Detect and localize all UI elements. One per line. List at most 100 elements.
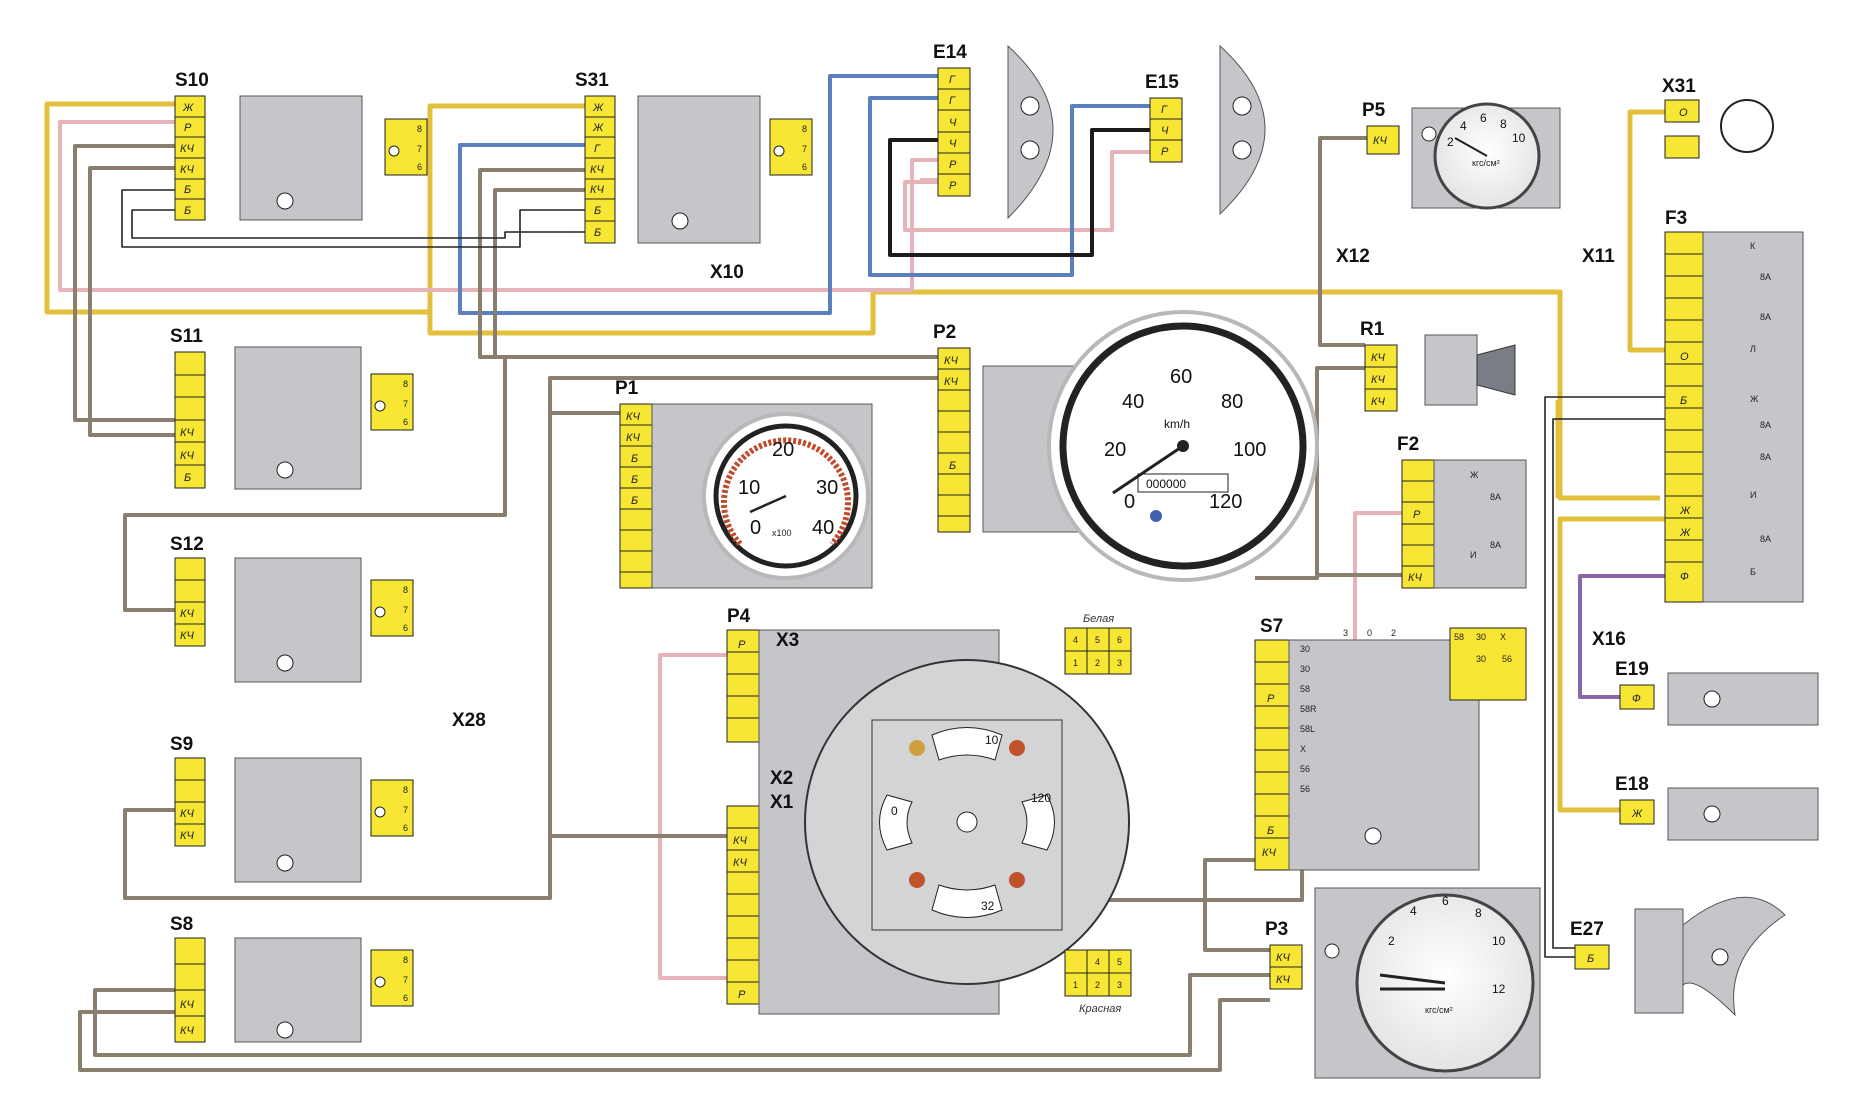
pin-label: КЧ bbox=[180, 608, 194, 620]
pin-label: 4 bbox=[1410, 904, 1417, 918]
label-x10: X10 bbox=[710, 262, 744, 283]
pin-label: О bbox=[1679, 107, 1688, 119]
pin-label: Б bbox=[184, 184, 191, 196]
sensor-r1: R1 КЧ КЧ КЧ bbox=[1360, 319, 1516, 412]
pin-label: КЧ bbox=[180, 427, 194, 439]
pin-label: 120 bbox=[1209, 491, 1242, 513]
label-x31: X31 bbox=[1662, 76, 1696, 97]
wire-thin bbox=[121, 189, 585, 248]
pin-label: 2 bbox=[1095, 980, 1100, 990]
wire-brown bbox=[123, 188, 585, 612]
pin-label: 58L bbox=[1300, 724, 1315, 734]
pin-label: Р bbox=[184, 122, 192, 134]
pin-label: Ж bbox=[1750, 394, 1759, 404]
pin-label: 7 bbox=[802, 144, 807, 154]
pin-label: 32 bbox=[981, 899, 995, 913]
connector-x31: X31 О bbox=[1662, 76, 1774, 159]
wire-pink bbox=[903, 150, 1150, 232]
pin-label: КЧ bbox=[180, 450, 194, 462]
pin-label: Ж bbox=[182, 102, 194, 114]
label-e19: E19 bbox=[1615, 659, 1649, 680]
pin-label: Р bbox=[1413, 509, 1421, 521]
label-s8: S8 bbox=[170, 914, 193, 935]
pin-label: 7 bbox=[403, 975, 408, 985]
pin-label: КЧ bbox=[590, 164, 604, 176]
pin-label: кгс/см² bbox=[1425, 1005, 1453, 1015]
gauge-p1: P1 КЧ КЧ Б Б Б 0 10 20 30 40 x100 bbox=[615, 378, 873, 589]
pin-label: Б bbox=[631, 474, 638, 486]
pin-label: 20 bbox=[772, 439, 794, 461]
pin-label: КЧ bbox=[1373, 135, 1387, 147]
pin-label: КЧ bbox=[180, 1025, 194, 1037]
pin-label: 8 bbox=[1500, 117, 1507, 131]
pin-label: Г bbox=[1161, 104, 1168, 116]
pin-label: 4 bbox=[1073, 635, 1078, 645]
pin-label: X bbox=[1300, 744, 1306, 754]
pin-label: 8 bbox=[802, 124, 807, 134]
pin-label: КЧ bbox=[1276, 974, 1290, 986]
pin-label: 100 bbox=[1233, 439, 1266, 461]
pin-label: X bbox=[1500, 632, 1506, 642]
relay-red: 4 5 1 2 3 Красная bbox=[1064, 949, 1132, 1015]
pin-label: 6 bbox=[1117, 635, 1122, 645]
wire-brown bbox=[1318, 136, 1367, 347]
wires bbox=[44, 74, 1665, 1072]
pin-label: 40 bbox=[812, 517, 834, 539]
pin-label: Б bbox=[594, 227, 601, 239]
pin-label: Б bbox=[184, 472, 191, 484]
pin-label: Г bbox=[949, 74, 956, 86]
pin-label: 3 bbox=[1117, 980, 1122, 990]
pin-label: КЧ bbox=[944, 376, 958, 388]
pin-label: 4 bbox=[1095, 957, 1100, 967]
label-p2: P2 bbox=[933, 322, 956, 343]
pin-label: 0 bbox=[891, 804, 898, 818]
pin-label: Ж bbox=[1470, 470, 1479, 480]
lamp-e27: E27 Б bbox=[1570, 896, 1786, 1017]
pin-label: 2 bbox=[1388, 934, 1395, 948]
wire-yellow bbox=[1555, 400, 1660, 501]
pin-label: km/h bbox=[1164, 417, 1190, 431]
lamp-e19: E19 Ф bbox=[1615, 659, 1819, 726]
pin-label: КЧ bbox=[180, 143, 194, 155]
pin-label: Р bbox=[1267, 693, 1275, 705]
label-s10: S10 bbox=[175, 70, 209, 91]
pin-label: КЧ bbox=[1408, 572, 1422, 584]
label-s12: S12 bbox=[170, 534, 204, 555]
pin-label: 6 bbox=[1442, 894, 1449, 908]
pin-label: 0 bbox=[1124, 491, 1135, 513]
pin-label: Ф bbox=[1632, 693, 1641, 705]
pin-label: Г bbox=[594, 143, 601, 155]
pin-label: 58 bbox=[1454, 632, 1464, 642]
pin-label: 3 bbox=[1343, 628, 1348, 638]
pin-label: КЧ bbox=[733, 857, 747, 869]
pin-label: КЧ bbox=[626, 432, 640, 444]
wire-thin bbox=[1552, 418, 1665, 949]
pin-label: Б bbox=[1267, 825, 1274, 837]
pin-label: 0 bbox=[1367, 628, 1372, 638]
wire-violet bbox=[1578, 574, 1665, 699]
wire-black bbox=[888, 128, 1150, 257]
pin-label: 0 bbox=[750, 517, 761, 539]
gauge-p4: P4 Р КЧ КЧ Р 10 0 120 32 bbox=[726, 606, 1130, 1015]
pin-label: 8А bbox=[1760, 534, 1771, 544]
label-x28: X28 bbox=[452, 710, 486, 731]
pin-label: 5 bbox=[1117, 957, 1122, 967]
pin-label: Ч bbox=[1161, 125, 1169, 137]
pin-label: 58 bbox=[1300, 684, 1310, 694]
pin-label: 4 bbox=[1460, 119, 1467, 133]
pin-label: Б bbox=[594, 205, 601, 217]
label-e27: E27 bbox=[1570, 919, 1604, 940]
pin-label: Белая bbox=[1083, 613, 1114, 625]
pin-label: И bbox=[1470, 550, 1476, 560]
pin-label: 8А bbox=[1760, 272, 1771, 282]
pin-label: 6 bbox=[403, 823, 408, 833]
gauge-p5: P5 КЧ 2 4 6 8 10 кгс/см² bbox=[1362, 100, 1561, 210]
switch-s7: S7 Р Б КЧ 30 30 58 58R 58L X 56 56 3 0 2… bbox=[1254, 616, 1527, 871]
pin-label: Ф bbox=[1680, 571, 1689, 583]
pin-label: 8А bbox=[1490, 492, 1501, 502]
pin-label: Б bbox=[631, 453, 638, 465]
label-x1: X1 bbox=[770, 792, 794, 813]
pin-label: 30 bbox=[816, 477, 838, 499]
pin-label: Р bbox=[949, 180, 957, 192]
pin-label: 8А bbox=[1490, 540, 1501, 550]
